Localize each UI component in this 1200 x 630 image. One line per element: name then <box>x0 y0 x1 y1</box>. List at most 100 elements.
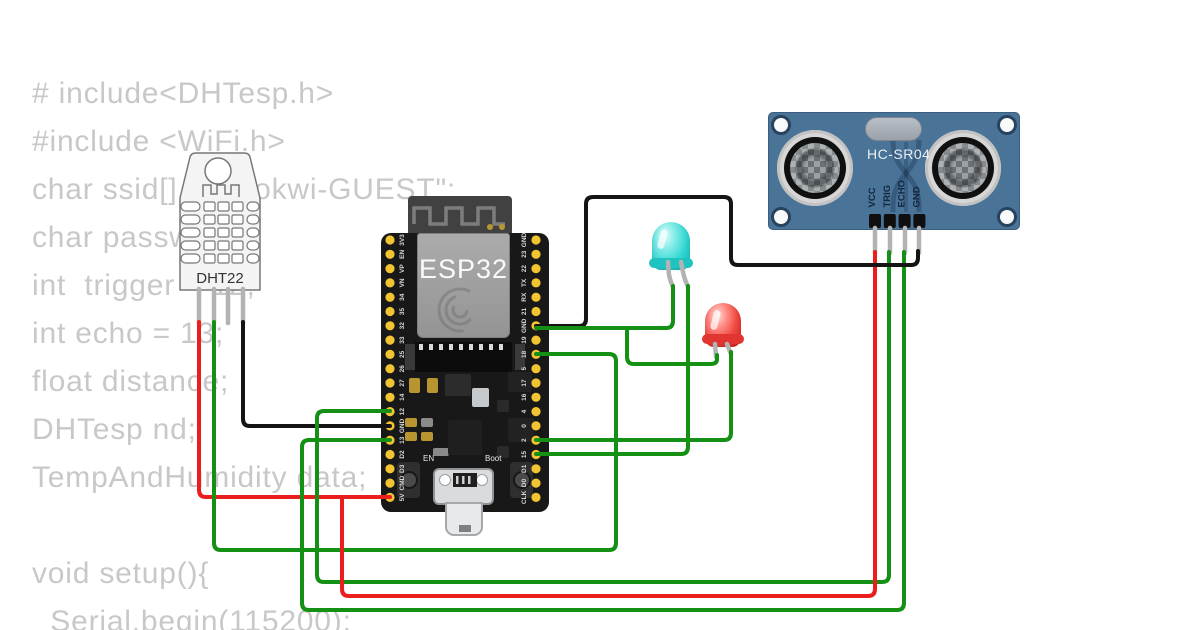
dht22-sensor[interactable]: DHT22 <box>175 152 265 292</box>
code-line: int echo = 13; <box>32 317 225 350</box>
esp32-pin-5[interactable] <box>531 364 541 374</box>
esp32-pin-27[interactable] <box>385 378 395 388</box>
smd-component <box>421 432 433 441</box>
smd-component <box>508 418 534 442</box>
dht22-mount-hole <box>204 157 232 185</box>
esp32-pin-tx[interactable] <box>531 278 541 288</box>
esp32-pin-23[interactable] <box>531 249 541 259</box>
esp32-pin-cmd[interactable] <box>385 478 395 488</box>
esp32-pin-label: EN <box>399 249 406 258</box>
esp32-pin-label: 32 <box>399 322 406 330</box>
esp32-pin-label: 13 <box>399 436 406 444</box>
red-led-flange <box>702 334 744 344</box>
esp32-pin-gnd[interactable] <box>531 235 541 245</box>
esp32-pin-label: 3V3 <box>399 234 406 246</box>
hcsr04-pin-gnd[interactable] <box>913 214 926 228</box>
wire-dht-data-to-gpio18[interactable] <box>212 320 618 552</box>
en-button-label: EN <box>423 454 435 463</box>
esp32-pin-16[interactable] <box>531 392 541 402</box>
wire-dht-vcc-to-5v[interactable] <box>197 320 392 499</box>
esp32-pin-label: RX <box>521 292 528 302</box>
esp32-pin-35[interactable] <box>385 306 395 317</box>
esp32-pin-34[interactable] <box>385 292 395 302</box>
hcsr04-pin-label: VCC <box>867 187 878 207</box>
esp32-pin-label: TX <box>521 278 528 287</box>
esp32-pin-d0[interactable] <box>531 478 541 488</box>
esp32-pin-clk[interactable] <box>531 492 541 502</box>
hcsr04-pin-vcc[interactable] <box>869 214 881 228</box>
esp32-pin-label: 21 <box>521 308 528 316</box>
hcsr04-pin-label: GND <box>911 186 922 207</box>
esp32-pin-label: 15 <box>521 451 528 459</box>
esp32-pin-4[interactable] <box>531 407 541 417</box>
esp32-pin-vn[interactable] <box>385 278 395 288</box>
dht22-body: DHT22 <box>179 152 261 291</box>
wire-gnd-to-sr04-gnd[interactable] <box>534 195 920 328</box>
wire-ledbus-to-red-led[interactable] <box>625 326 719 366</box>
esp32-pin-3v3[interactable] <box>385 235 395 245</box>
esp32-pin-14[interactable] <box>385 392 395 402</box>
esp32-pin-label: D0 <box>521 479 528 488</box>
esp32-pin-d1[interactable] <box>531 464 541 474</box>
wire-gpio2-to-red-led[interactable] <box>534 350 733 442</box>
wire-gpio13-to-echo[interactable] <box>300 250 906 612</box>
hcsr04-mount-hole <box>997 207 1017 227</box>
esp32-pin-rx[interactable] <box>531 292 541 302</box>
esp32-pin-32[interactable] <box>385 321 395 331</box>
hcsr04-pin-trig[interactable] <box>883 214 896 228</box>
code-line: # include<DHTesp.h> <box>32 77 335 110</box>
esp32-pin-d3[interactable] <box>385 464 395 474</box>
en-button[interactable] <box>397 462 420 498</box>
smd-component <box>405 432 417 441</box>
wire-gnd-to-cyan-led[interactable] <box>534 284 675 330</box>
hcsr04-pin-echo[interactable] <box>898 214 911 228</box>
wire-5v-to-sr04-vcc[interactable] <box>340 250 877 598</box>
esp32-pin-21[interactable] <box>531 306 541 317</box>
esp32-pin-19[interactable] <box>531 335 541 345</box>
red-led[interactable] <box>702 300 748 362</box>
esp32-pin-vp[interactable] <box>385 264 395 274</box>
smd-component <box>472 388 489 407</box>
esp32-pin-label: 19 <box>521 336 528 344</box>
wire-gpio12-to-trig[interactable] <box>315 250 891 584</box>
smd-component <box>427 378 438 393</box>
code-line: TempAndHumidity data; <box>32 461 368 494</box>
esp32-pin-0[interactable] <box>531 421 541 431</box>
esp32-pin-label: 33 <box>399 336 406 344</box>
smd-component <box>508 372 532 392</box>
esp32-pin-17[interactable] <box>531 378 541 388</box>
wire-gpio15-to-cyan-led[interactable] <box>534 284 690 456</box>
code-line: #include <WiFi.h> <box>32 125 286 158</box>
esp32-pin-label: VP <box>399 264 406 273</box>
hcsr04-mount-hole <box>771 115 791 135</box>
esp32-pin-25[interactable] <box>385 349 395 359</box>
hcsr04-traces <box>890 139 922 213</box>
esp32-pin-33[interactable] <box>385 335 395 345</box>
esp32-pin-en[interactable] <box>385 249 395 259</box>
smd-component <box>497 446 509 458</box>
esp32-pin-label: 26 <box>399 365 406 373</box>
esp32-pin-26[interactable] <box>385 364 395 374</box>
boot-button[interactable] <box>510 462 533 498</box>
hcsr04-mount-hole <box>997 115 1017 135</box>
esp32-pin-label: 0 <box>521 424 528 428</box>
wire-dht-gnd-to-gnd[interactable] <box>241 320 392 428</box>
code-background: # include<DHTesp.h>#include <WiFi.h>char… <box>32 70 456 630</box>
dht22-label: DHT22 <box>196 270 244 287</box>
ultrasonic-transducer-right <box>925 130 1001 206</box>
hcsr04-label: HC-SR04 <box>867 146 931 162</box>
esp32-pin-headers: 3V3ENVPVN343532332526271412GND13D2D3CMD5… <box>385 233 541 504</box>
cyan-led-flange <box>649 258 693 268</box>
esp32-pin-label: D3 <box>399 464 406 473</box>
esp32-pin-d2[interactable] <box>385 449 395 460</box>
wifi-logo-icon <box>437 287 483 333</box>
esp32-pin-label: D1 <box>521 464 528 473</box>
esp32-pin-22[interactable] <box>531 264 541 274</box>
esp32-pin-label: 5V <box>399 493 406 502</box>
esp32-label: ESP32 <box>418 254 509 284</box>
cyan-led[interactable] <box>649 220 696 290</box>
